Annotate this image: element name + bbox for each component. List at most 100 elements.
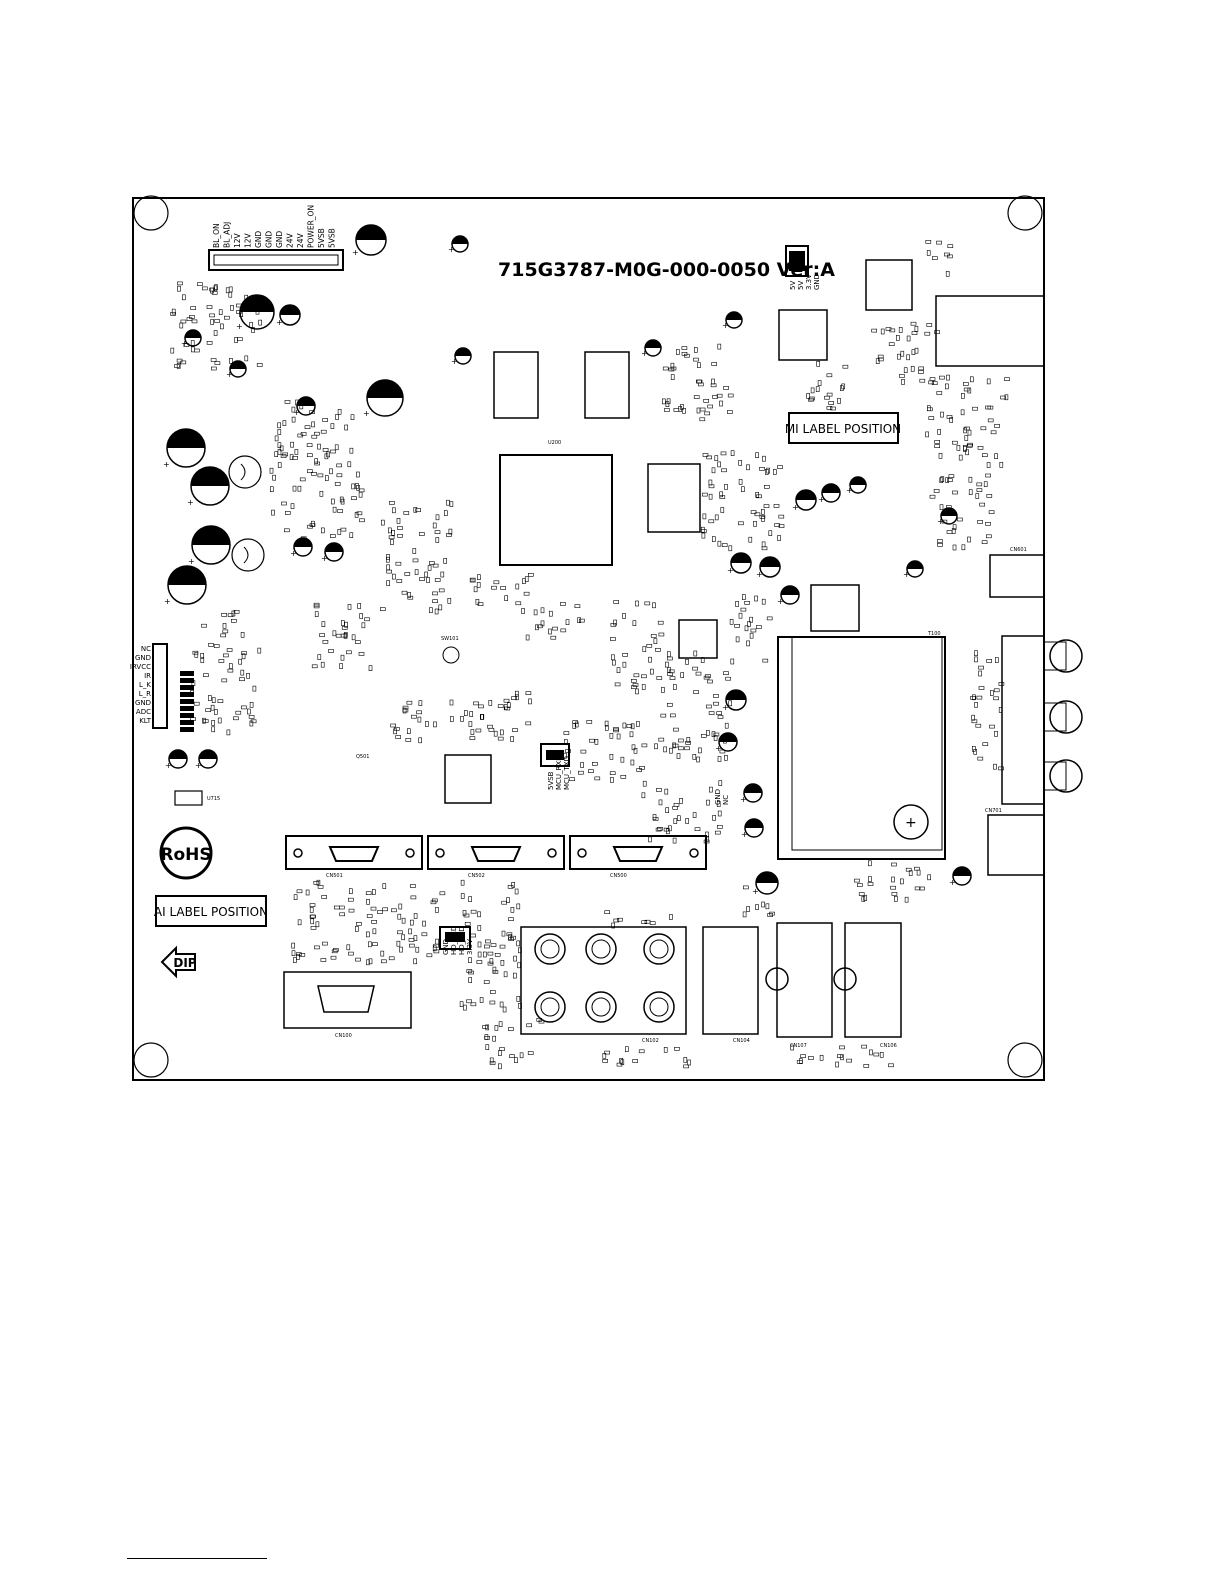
smd-pad (994, 453, 998, 460)
smd-pad (763, 504, 770, 508)
svg-text:+: + (752, 887, 759, 896)
smd-pad (897, 353, 901, 360)
left-pin-label: L_K (139, 681, 151, 689)
smd-pad (348, 908, 355, 913)
smd-pad (976, 695, 983, 700)
smd-pad (986, 659, 993, 663)
smd-pad (674, 1047, 680, 1051)
smd-pad (989, 724, 995, 729)
rohs-text: RoHS (160, 845, 211, 865)
hdmi-connector: CN502 (427, 835, 565, 879)
smd-pad (320, 661, 325, 668)
smd-pad (863, 1064, 870, 1068)
scart-1 (702, 926, 759, 1035)
left-pin-label: ADC (136, 708, 151, 716)
smd-pad (858, 892, 865, 896)
smd-pad (350, 414, 355, 421)
smd-pad (460, 893, 465, 899)
smd-pad (347, 897, 354, 902)
smd-pad (649, 668, 654, 675)
svg-text:U200: U200 (548, 440, 561, 446)
smd-pad (666, 398, 671, 405)
smd-pad (250, 719, 257, 724)
smd-pad (705, 674, 711, 678)
smd-pad (498, 1021, 503, 1028)
smd-pad (249, 701, 254, 708)
smd-pad (329, 468, 333, 475)
smd-pad (229, 663, 233, 669)
smd-pad (937, 539, 943, 543)
smd-pad (438, 604, 443, 611)
smd-pad (192, 650, 199, 655)
smd-pad (488, 727, 495, 732)
smd-pad (447, 597, 452, 604)
smd-pad (666, 651, 671, 658)
smd-pad (448, 528, 453, 535)
smd-pad (290, 503, 295, 509)
smd-pad (289, 454, 294, 460)
flash-chip (647, 463, 701, 533)
smd-pad (218, 659, 225, 663)
smd-pad (330, 423, 335, 429)
smd-pad (696, 756, 700, 763)
smd-pad (706, 704, 712, 709)
smd-pad (602, 1059, 609, 1063)
smd-pad (399, 946, 403, 953)
smd-pad (563, 739, 568, 745)
memory-chip-right (584, 351, 630, 419)
smd-pad (746, 906, 750, 912)
smd-pad (971, 719, 978, 724)
smd-pad (310, 914, 316, 919)
smd-pad (716, 393, 723, 398)
smd-pad (734, 623, 740, 628)
smd-pad (516, 940, 521, 947)
smd-pad (476, 582, 481, 588)
smd-pad (774, 523, 781, 527)
smd-pad (937, 429, 942, 435)
smd-pad (330, 449, 336, 454)
smd-pad (238, 658, 242, 665)
small-ic-2 (444, 754, 492, 804)
smd-pad (237, 337, 243, 341)
smd-pad (306, 443, 313, 448)
smd-pad (738, 521, 744, 526)
smd-pad (479, 997, 484, 1003)
svg-text:+: + (236, 322, 243, 331)
smd-pad (226, 648, 233, 652)
smd-pad (777, 465, 783, 469)
smd-pad (297, 485, 302, 492)
smd-pad (665, 807, 670, 814)
smd-pad (220, 323, 224, 330)
smd-pad (692, 812, 697, 818)
smd-pad (717, 756, 722, 762)
smd-pad (708, 519, 715, 524)
smd-pad (846, 1058, 853, 1063)
switch-sw101: SW101 (441, 636, 460, 664)
smd-pad (279, 445, 284, 452)
pad (180, 713, 194, 718)
smd-pad (817, 380, 822, 386)
svg-text:+: + (722, 321, 729, 330)
smd-pad (869, 1049, 873, 1056)
pad (180, 678, 194, 683)
smd-pad (514, 1057, 518, 1063)
pad (180, 671, 194, 676)
smd-pad (927, 874, 932, 881)
electrolytic-capacitor: + (163, 428, 206, 469)
smd-pad (837, 398, 841, 404)
smd-pad (880, 328, 885, 335)
smd-pad (508, 934, 512, 940)
smd-pad (367, 941, 372, 948)
smd-pad (630, 723, 635, 730)
smd-pad (397, 913, 402, 920)
smd-pad (911, 331, 918, 335)
smd-pad (202, 286, 208, 291)
electrolytic-capacitor: + (352, 224, 387, 257)
smd-pad (719, 400, 723, 407)
smd-pad (525, 691, 532, 696)
smd-pad (228, 286, 233, 293)
smd-pad (349, 447, 354, 454)
smd-pad (613, 619, 617, 626)
